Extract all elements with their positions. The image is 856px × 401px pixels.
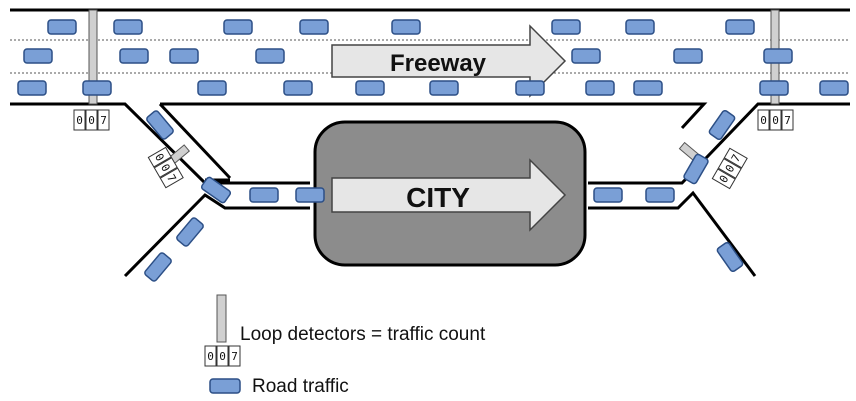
car-icon <box>716 241 744 273</box>
counter-digit-box <box>153 157 178 179</box>
car-icon <box>283 80 313 96</box>
counter-digit-box <box>216 345 229 367</box>
car-icon <box>23 48 53 64</box>
counter-digit: 7 <box>100 114 107 127</box>
freeway-bottom-edge-left <box>10 102 310 185</box>
road-traffic <box>17 19 849 282</box>
freeway-road <box>10 8 850 185</box>
legend: Loop detectors = traffic count Road traf… <box>209 294 486 397</box>
counter-digit-box <box>717 157 742 179</box>
car-icon <box>593 187 623 203</box>
car-icon <box>113 19 143 35</box>
direction-arrow-icon <box>331 158 567 232</box>
counter-digit-box <box>723 147 748 169</box>
car-icon <box>17 80 47 96</box>
car-icon <box>633 80 663 96</box>
car-icon <box>625 19 655 35</box>
counter-digit: 0 <box>772 114 779 127</box>
direction-arrow-icon <box>331 24 567 98</box>
counter-digit: 0 <box>207 350 214 363</box>
car-icon <box>47 19 77 35</box>
car-icon <box>763 48 793 64</box>
right-road-lower-edge <box>588 190 757 277</box>
counter-digit-box <box>757 109 770 131</box>
car-icon <box>144 252 172 282</box>
car-icon <box>391 19 421 35</box>
car-icon <box>146 110 174 140</box>
counter-digit: 0 <box>760 114 767 127</box>
car-icon <box>197 80 227 96</box>
car-icon <box>355 80 385 96</box>
counter-digit-box <box>228 345 241 367</box>
inner-road-edge-top <box>160 102 708 130</box>
car-icon <box>176 217 204 247</box>
car-icon <box>209 378 241 394</box>
car-icon <box>429 80 459 96</box>
legend-loop-detectors-label: Loop detectors = traffic count <box>240 324 486 345</box>
counter-icon: 007 <box>711 147 748 190</box>
counter-digit-box <box>147 146 172 168</box>
counter-digit-box <box>711 168 736 190</box>
car-icon <box>299 19 329 35</box>
city-label: CITY <box>406 182 470 213</box>
freeway-label: Freeway <box>390 50 487 77</box>
counter-digit: 7 <box>784 114 791 127</box>
car-icon <box>255 48 285 64</box>
car-icon <box>585 80 615 96</box>
counter-digit: 7 <box>231 350 238 363</box>
counter-digit-box <box>159 167 184 189</box>
car-icon <box>571 48 601 64</box>
loop-detector-icon <box>88 9 98 105</box>
car-icon <box>645 187 675 203</box>
car-icon <box>673 48 703 64</box>
loop-detector-icon <box>216 294 227 343</box>
car-icon <box>708 109 736 141</box>
legend-road-traffic-label: Road traffic <box>252 376 349 397</box>
counter-digit: 0 <box>88 114 95 127</box>
car-icon <box>82 80 112 96</box>
car-icon <box>759 80 789 96</box>
left-road-lower-edge <box>123 193 310 278</box>
counter-digit-box <box>97 109 110 131</box>
car-icon <box>119 48 149 64</box>
car-icon <box>819 80 849 96</box>
counter-digit-box <box>769 109 782 131</box>
counter-digit-box <box>73 109 86 131</box>
counter-digit: 0 <box>76 114 83 127</box>
car-icon <box>295 187 325 203</box>
inner-road-edge-left-diag <box>158 102 232 180</box>
car-icon <box>200 176 232 204</box>
car-icon <box>551 19 581 35</box>
counter-digit-box <box>85 109 98 131</box>
car-icon <box>683 153 709 185</box>
car-icon <box>169 48 199 64</box>
car-icon <box>725 19 755 35</box>
car-icon <box>515 80 545 96</box>
car-icon <box>249 187 279 203</box>
car-icon <box>223 19 253 35</box>
counter-icon: 007 <box>147 146 184 189</box>
counter-digit: 0 <box>219 350 226 363</box>
counter-digit-box <box>204 345 217 367</box>
freeway-bottom-edge-right <box>588 102 850 185</box>
counter-digit-box <box>781 109 794 131</box>
